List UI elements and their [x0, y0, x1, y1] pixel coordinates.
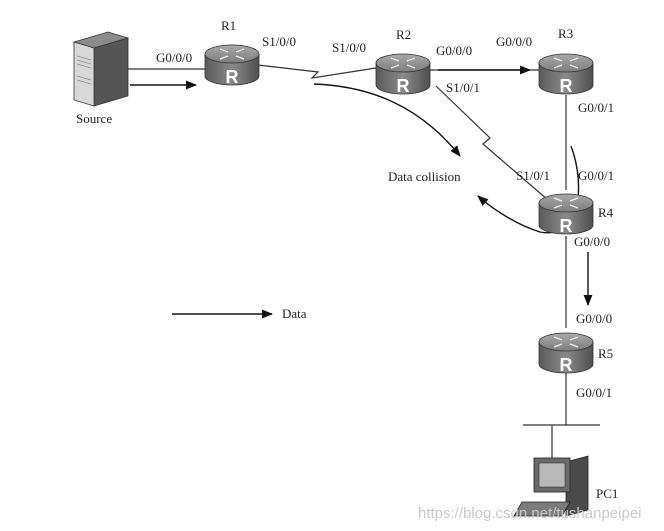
router-r5-label: R5 — [598, 346, 613, 361]
interface-r5-g000-label: G0/0/0 — [576, 311, 612, 326]
interface-r4-g000-label: G0/0/0 — [574, 234, 610, 249]
router-r4-label: R4 — [598, 205, 614, 220]
router-r5-icon: R — [538, 332, 594, 375]
interface-r2-s100-label: S1/0/0 — [332, 40, 366, 55]
interface-r4-s101-label: S1/0/1 — [516, 168, 550, 183]
interface-r1-s100-label: S1/0/0 — [262, 34, 296, 49]
collision-annotation: Data collision — [388, 169, 461, 184]
flow-arrow-r2-toward-r4 — [313, 83, 461, 157]
legend-data-label: Data — [282, 306, 307, 321]
router-r5-glyph: R — [560, 355, 573, 375]
router-r1-label: R1 — [221, 18, 236, 33]
interface-r1-g000-label: G0/0/0 — [156, 50, 192, 65]
interface-r5-g001-label: G0/0/1 — [576, 385, 612, 400]
flow-arrow-r3-to-r4-collision — [477, 145, 580, 234]
server-icon — [72, 31, 130, 107]
router-r4-glyph: R — [560, 216, 573, 236]
router-r3-glyph: R — [560, 76, 573, 96]
interface-r2-s101-label: S1/0/1 — [446, 80, 480, 95]
router-r2-label: R2 — [396, 27, 411, 42]
router-r3-label: R3 — [558, 26, 573, 41]
interface-r3-g000-label: G0/0/0 — [496, 34, 532, 49]
pc-icon — [513, 455, 589, 517]
router-r3-icon: R — [538, 53, 594, 96]
router-r2-glyph: R — [397, 76, 410, 96]
link-r1-r2-serial — [257, 64, 377, 79]
watermark-text: https://blog.csdn.net/tushanpeipei — [418, 505, 642, 522]
host-source-label: Source — [76, 111, 112, 126]
router-r1-icon: R — [204, 44, 260, 87]
link-r2-r4-serial — [435, 85, 549, 201]
router-r2-icon: R — [375, 53, 431, 96]
interface-r2-g000-label: G0/0/0 — [436, 43, 472, 58]
router-r1-glyph: R — [226, 67, 239, 87]
router-r4-icon: R — [538, 193, 594, 236]
interface-r3-g001-label: G0/0/1 — [578, 100, 614, 115]
interface-r4-g001-label: G0/0/1 — [578, 168, 614, 183]
host-pc1-label: PC1 — [596, 486, 618, 501]
